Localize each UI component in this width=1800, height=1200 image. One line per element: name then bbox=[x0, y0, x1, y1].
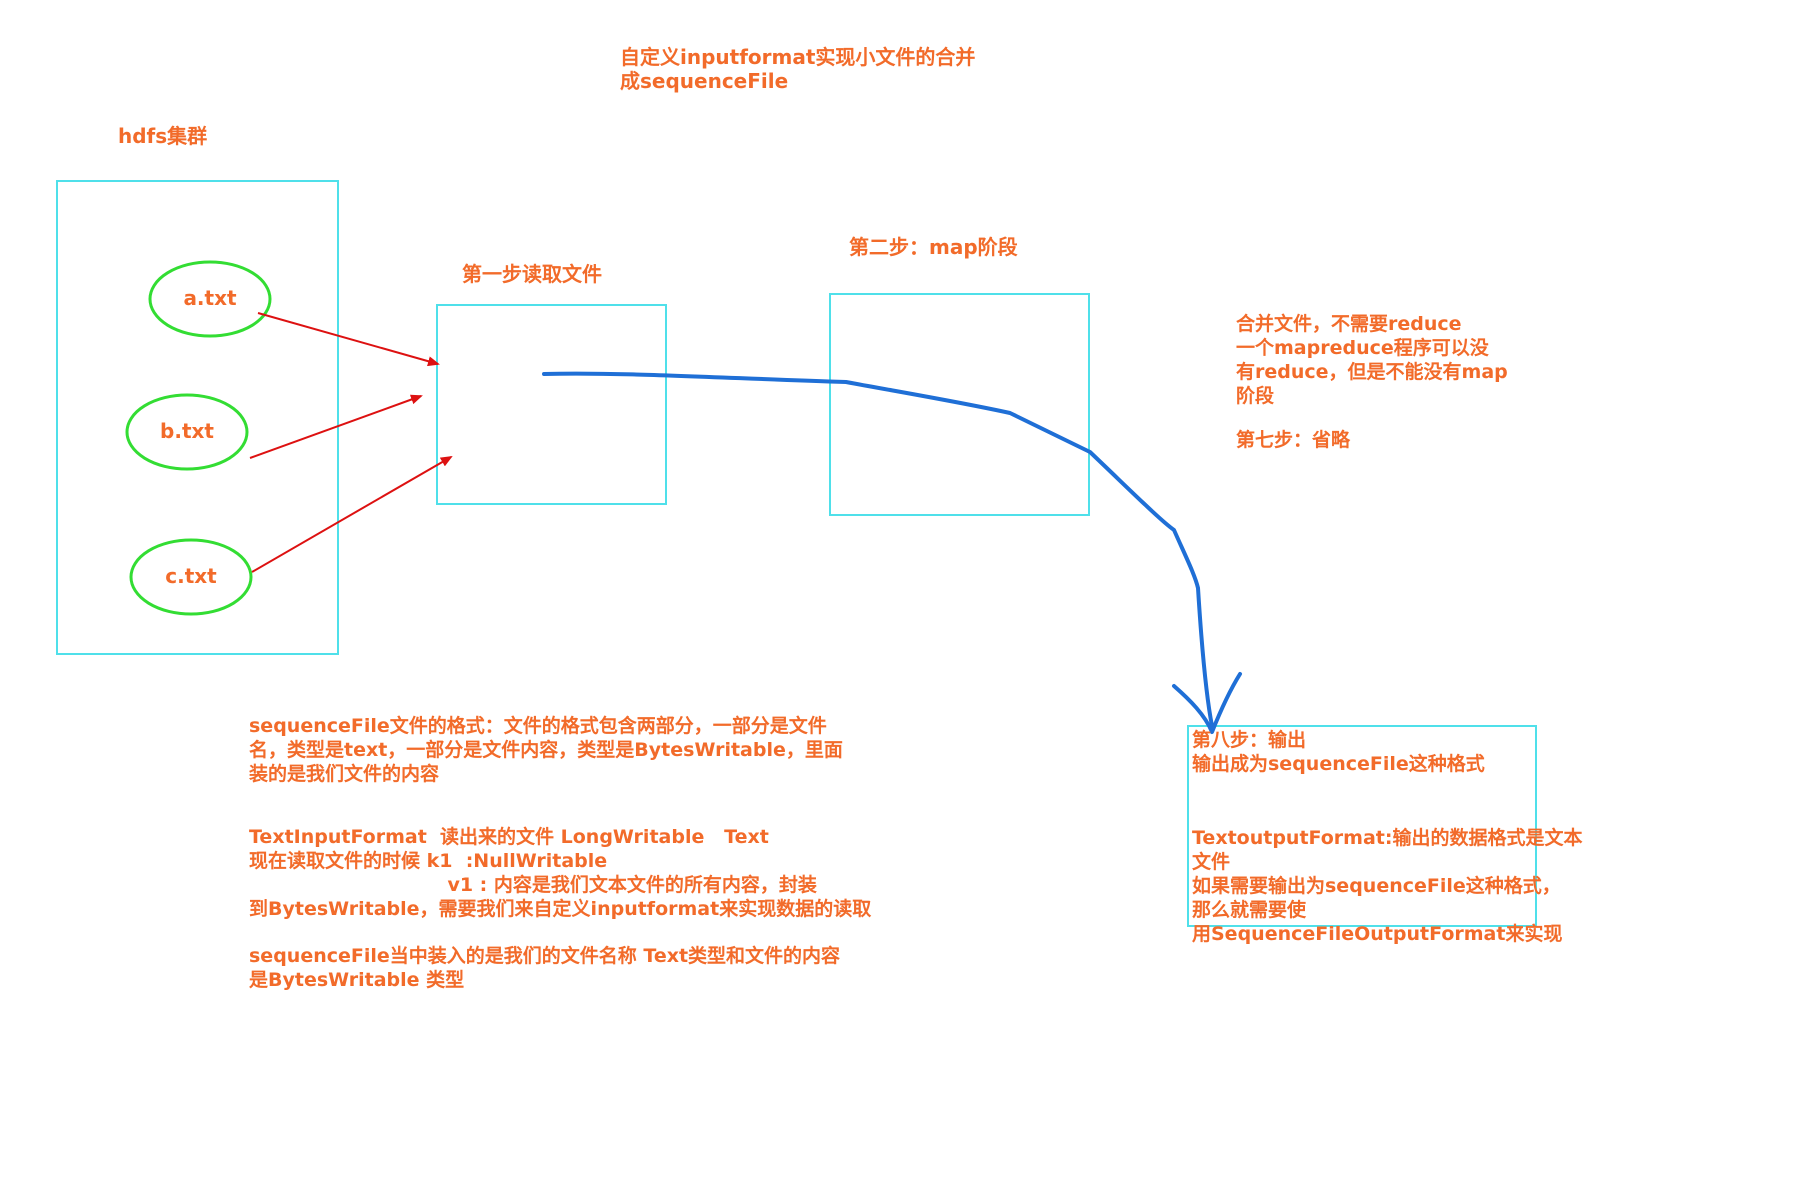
step2-label: 第二步：map阶段 bbox=[849, 235, 1018, 259]
output-line: 如果需要输出为sequenceFile这种格式， bbox=[1192, 875, 1561, 897]
file-b-ellipse bbox=[125, 393, 249, 471]
merge-note-line: 阶段 bbox=[1236, 385, 1275, 407]
title-line-2: 成sequenceFile bbox=[620, 69, 789, 93]
sequence-content-note: sequenceFile当中装入的是我们的文件名称 Text类型和文件的内容 是… bbox=[249, 944, 840, 992]
note-line: 是BytesWritable 类型 bbox=[249, 969, 465, 991]
title-line-1: 自定义inputformat实现小文件的合并 bbox=[620, 45, 976, 69]
step1-label: 第一步读取文件 bbox=[462, 262, 602, 286]
output-line: TextoutputFormat:输出的数据格式是文本 bbox=[1192, 827, 1583, 849]
arrow-a-to-read bbox=[257, 312, 440, 367]
note-line: 名，类型是text，一部分是文件内容，类型是BytesWritable，里面 bbox=[249, 739, 843, 761]
step7-note: 第七步：省略 bbox=[1236, 429, 1351, 451]
flow-curve bbox=[542, 371, 1214, 728]
output-line: 输出成为sequenceFile这种格式 bbox=[1192, 753, 1485, 775]
arrow-c-to-read bbox=[251, 455, 453, 573]
file-a-label: a.txt bbox=[183, 286, 237, 310]
output-box bbox=[1187, 725, 1537, 927]
output-line: 那么就需要使 bbox=[1192, 899, 1307, 921]
note-line: sequenceFile当中装入的是我们的文件名称 Text类型和文件的内容 bbox=[249, 945, 841, 967]
read-file-box bbox=[436, 304, 667, 505]
output-line: 第八步：输出 bbox=[1192, 729, 1307, 751]
output-line: 用SequenceFileOutputFormat来实现 bbox=[1192, 923, 1563, 945]
file-a-ellipse bbox=[148, 260, 272, 338]
flow-arrowhead bbox=[1172, 672, 1242, 734]
note-line: v1 : 内容是我们文本文件的所有内容，封装 bbox=[249, 874, 817, 896]
output-step-text: 第八步：输出 输出成为sequenceFile这种格式 bbox=[1192, 728, 1485, 776]
file-b-label: b.txt bbox=[160, 419, 214, 443]
output-line: 文件 bbox=[1192, 851, 1231, 873]
merge-note: 合并文件，不需要reduce 一个mapreduce程序可以没 有reduce，… bbox=[1236, 312, 1508, 408]
note-line: 现在读取文件的时候 k1 :NullWritable bbox=[249, 850, 608, 872]
hdfs-cluster-box bbox=[56, 180, 339, 655]
file-c-ellipse bbox=[129, 538, 253, 616]
note-line: 装的是我们文件的内容 bbox=[249, 763, 440, 785]
text-input-note: TextInputFormat 读出来的文件 LongWritable Text… bbox=[249, 825, 871, 921]
merge-note-line: 一个mapreduce程序可以没 bbox=[1236, 337, 1489, 359]
note-line: sequenceFile文件的格式：文件的格式包含两部分，一部分是文件 bbox=[249, 715, 827, 737]
merge-note-line: 有reduce，但是不能没有map bbox=[1236, 361, 1508, 383]
note-line: TextInputFormat 读出来的文件 LongWritable Text bbox=[249, 826, 769, 848]
hdfs-cluster-label: hdfs集群 bbox=[118, 124, 208, 148]
arrow-b-to-read bbox=[249, 394, 423, 459]
merge-note-line: 合并文件，不需要reduce bbox=[1236, 313, 1462, 335]
output-extra-text: TextoutputFormat:输出的数据格式是文本 文件 如果需要输出为se… bbox=[1192, 826, 1582, 946]
note-line: 到BytesWritable，需要我们来自定义inputformat来实现数据的… bbox=[249, 898, 872, 920]
sequence-format-note: sequenceFile文件的格式：文件的格式包含两部分，一部分是文件 名，类型… bbox=[249, 714, 843, 786]
map-stage-box bbox=[829, 293, 1090, 516]
file-c-label: c.txt bbox=[165, 564, 217, 588]
